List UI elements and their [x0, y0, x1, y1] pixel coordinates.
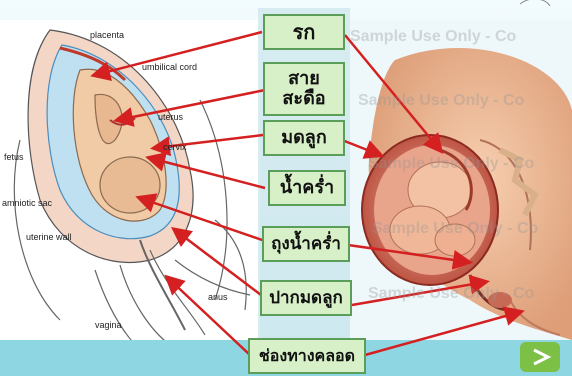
cervix-label: cervix — [163, 142, 187, 152]
amniotic-fluid-thai-label: น้ำคร่ำ — [268, 170, 346, 206]
watermark: Sample Use Only - Co — [372, 220, 538, 238]
cord-line-2: สะดือ — [282, 89, 325, 109]
uterine-wall-label: uterine wall — [26, 232, 72, 242]
cervix-thai-label: ปากมดลูก — [260, 280, 352, 316]
uterus-thai-label: มดลูก — [263, 120, 345, 156]
watermark: Sample Use Only - Co — [368, 285, 534, 303]
uterus-label: uterus — [158, 112, 183, 122]
watermark: Sample Use Only - Co — [368, 155, 534, 173]
amniotic-sac-label: amniotic sac — [2, 198, 52, 208]
amniotic-sac-thai-label: ถุงน้ำคร่ำ — [262, 226, 350, 262]
placenta-label: placenta — [90, 30, 124, 40]
fetus-label: fetus — [4, 152, 24, 162]
anus-label: anus — [208, 292, 228, 302]
cord-line-1: สาย — [288, 69, 320, 89]
umbilical-cord-thai-label: สาย สะดือ — [263, 62, 345, 116]
watermark: Sample Use Only - Co — [350, 28, 516, 46]
umbilical-cord-label: umbilical cord — [142, 62, 197, 72]
next-slide-button[interactable] — [520, 342, 560, 372]
watermark: Sample Use Only - Co — [358, 92, 524, 110]
placenta-thai-label: รก — [263, 14, 345, 50]
vagina-label: vagina — [95, 320, 122, 330]
corner-doodle — [520, 0, 550, 6]
birth-canal-thai-label: ช่องทางคลอด — [248, 338, 366, 374]
